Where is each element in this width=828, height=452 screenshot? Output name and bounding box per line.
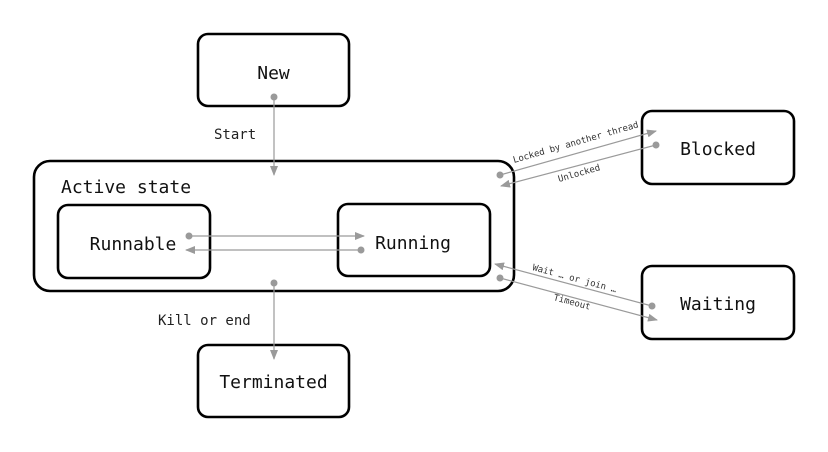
state-runnable-label: Runnable: [90, 234, 177, 255]
wait-edge-arrow: [494, 262, 653, 307]
locked-edge-label: Locked by another thread: [512, 120, 640, 165]
state-running-label: Running: [375, 233, 451, 254]
state-blocked-label: Blocked: [680, 139, 756, 160]
state-waiting-box: [640, 264, 796, 341]
unlocked-edge-label: Unlocked: [557, 163, 601, 185]
state-blocked-box: [640, 109, 796, 186]
locked-edge-arrow: [499, 129, 657, 176]
active-state-label: Active state: [61, 177, 191, 198]
state-running-box: [336, 202, 492, 278]
unlocked-edge-arrow: [500, 144, 657, 188]
state-terminated-label: Terminated: [219, 372, 327, 393]
timeout-edge-arrow: [499, 277, 658, 322]
timeout-edge-label: Timeout: [552, 293, 591, 312]
state-new-label: New: [257, 63, 290, 84]
state-waiting-label: Waiting: [680, 294, 756, 315]
start-edge-label: Start: [214, 127, 256, 143]
kill-edge-label: Kill or end: [158, 313, 251, 329]
wait-edge-label: Wait … or join …: [531, 263, 618, 295]
state-runnable-box: [56, 203, 212, 280]
